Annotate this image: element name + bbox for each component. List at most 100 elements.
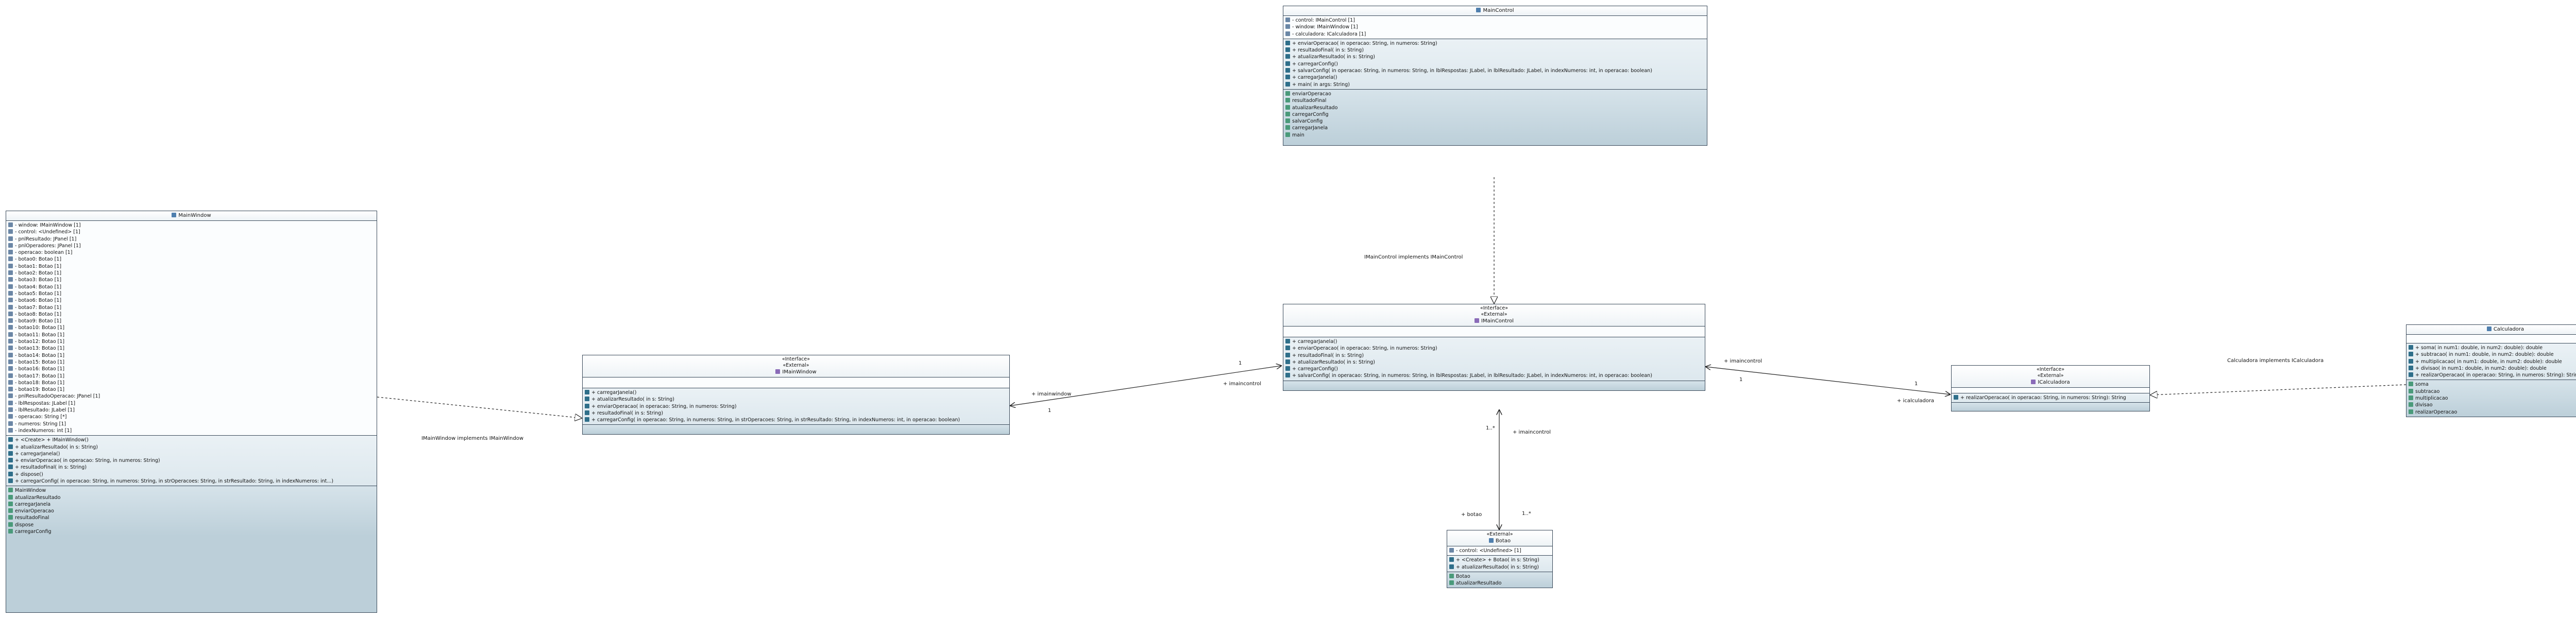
member-row[interactable]: - control: <Undefined> [1] [1449,547,1550,554]
member-row[interactable]: dispose [8,522,375,528]
member-row[interactable]: realizarOperacao [2409,409,2576,416]
member-row[interactable]: + carregarConfig( in operacao: String, i… [8,478,375,485]
class-calculadora[interactable]: Calculadora + soma( in num1: double, in … [2406,324,2576,417]
member-row[interactable]: - lblRespostas: JLabel [1] [8,400,375,407]
member-row[interactable]: + atualizarResultado( in s: String) [8,444,375,451]
member-row[interactable]: + atualizarResultado( in s: String) [1285,359,1703,366]
member-row[interactable]: - numeros: String [1] [8,421,375,427]
member-row[interactable]: + atualizarResultado( in s: String) [1285,54,1705,60]
member-row[interactable]: - botao5: Botao [1] [8,290,375,297]
member-row[interactable]: + carregarJanela() [1285,338,1703,345]
member-row[interactable]: - botao15: Botao [1] [8,359,375,366]
member-row[interactable]: - indexNumeros: int [1] [8,427,375,434]
member-row[interactable]: - botao7: Botao [1] [8,304,375,311]
member-row[interactable]: + <Create> + Botao( in s: String) [1449,557,1550,563]
member-row[interactable]: + salvarConfig( in operacao: String, in … [1285,372,1703,379]
member-row[interactable]: - botao0: Botao [1] [8,256,375,263]
member-row[interactable]: carregarConfig [1285,111,1705,118]
member-row[interactable]: multiplicacao [2409,395,2576,402]
member-row[interactable]: atualizarResultado [1285,105,1705,111]
member-row[interactable]: + realizarOperacao( in operacao: String,… [1954,394,2147,401]
member-row[interactable]: + enviarOperacao( in operacao: String, i… [585,403,1007,410]
member-row[interactable]: + subtracao( in num1: double, in num2: d… [2409,351,2576,358]
member-row[interactable]: - operacao: String [*] [8,414,375,420]
member-row[interactable]: + resultadoFinal( in s: String) [1285,47,1705,54]
member-row[interactable]: - botao14: Botao [1] [8,352,375,359]
association-window-control[interactable] [1010,366,1282,406]
member-row[interactable]: - operacao: boolean [1] [8,249,375,256]
member-row[interactable]: atualizarResultado [1449,580,1550,587]
member-row[interactable]: - botao18: Botao [1] [8,380,375,386]
member-row[interactable]: - botao9: Botao [1] [8,318,375,324]
member-row[interactable]: MainWindow [8,487,375,494]
member-row[interactable]: - botao8: Botao [1] [8,311,375,318]
class-mainwindow[interactable]: MainWindow - window: IMainWindow [1]- co… [6,211,377,613]
member-row[interactable]: - control: <Undefined> [1] [8,229,375,235]
member-row[interactable]: + enviarOperacao( in operacao: String, i… [1285,40,1705,47]
member-row[interactable]: carregarConfig [8,528,375,535]
member-row[interactable]: - botao16: Botao [1] [8,366,375,372]
interface-icalculadora[interactable]: «Interface» «External» ICalculadora + re… [1951,365,2150,412]
member-row[interactable]: + enviarOperacao( in operacao: String, i… [8,457,375,464]
member-row[interactable]: enviarOperacao [1285,91,1705,97]
member-row[interactable]: + salvarConfig( in operacao: String, in … [1285,67,1705,74]
member-row[interactable]: resultadoFinal [1285,97,1705,104]
member-row[interactable]: - botao17: Botao [1] [8,373,375,380]
member-row[interactable]: + carregarConfig( in operacao: String, i… [585,417,1007,423]
member-row[interactable]: main [1285,132,1705,139]
member-row[interactable]: + main( in args: String) [1285,81,1705,88]
member-row[interactable]: + <Create> + IMainWindow() [8,437,375,443]
class-maincontrol[interactable]: MainControl - control: IMainControl [1]-… [1283,6,1707,146]
member-row[interactable]: carregarJanela [1285,125,1705,131]
member-row[interactable]: + carregarJanela() [8,451,375,457]
member-row[interactable]: + realizarOperacao( in operacao: String,… [2409,372,2576,379]
member-row[interactable]: resultadoFinal [8,514,375,521]
member-row[interactable]: + multiplicacao( in num1: double, in num… [2409,358,2576,365]
member-row[interactable]: - lblResultado: JLabel [1] [8,407,375,414]
member-row[interactable]: Botao [1449,573,1550,580]
member-row[interactable]: - botao2: Botao [1] [8,270,375,277]
member-row[interactable]: soma [2409,381,2576,388]
member-row[interactable]: carregarJanela [8,501,375,508]
member-row[interactable]: - botao10: Botao [1] [8,324,375,331]
member-row[interactable]: - pnlOperadores: JPanel [1] [8,243,375,249]
member-row[interactable]: + dispose() [8,471,375,478]
member-row[interactable]: + atualizarResultado( in s: String) [1449,564,1550,571]
interface-imainwindow[interactable]: «Interface» «External» IMainWindow + car… [582,355,1010,435]
member-row[interactable]: + carregarConfig() [1285,61,1705,67]
realization-mainwindow[interactable] [377,397,582,418]
member-row[interactable]: - control: IMainControl [1] [1285,17,1705,24]
member-row[interactable]: + enviarOperacao( in operacao: String, i… [1285,345,1703,352]
member-row[interactable]: - pnlResultado: JPanel [1] [8,236,375,243]
member-row[interactable]: + resultadoFinal( in s: String) [1285,352,1703,359]
member-row[interactable]: - pnlResultadoOperacao: JPanel [1] [8,393,375,400]
member-row[interactable]: - botao12: Botao [1] [8,338,375,345]
member-row[interactable]: atualizarResultado [8,494,375,501]
member-row[interactable]: - botao4: Botao [1] [8,284,375,290]
member-row[interactable]: + resultadoFinal( in s: String) [585,410,1007,417]
member-row[interactable]: + atualizarResultado( in s: String) [585,396,1007,403]
member-row[interactable]: - botao19: Botao [1] [8,386,375,393]
member-row[interactable]: + carregarConfig() [1285,366,1703,372]
member-row[interactable]: + carregarJanela() [1285,74,1705,81]
member-row[interactable]: divisao [2409,402,2576,408]
member-row[interactable]: - botao3: Botao [1] [8,277,375,283]
member-row[interactable]: + divisao( in num1: double, in num2: dou… [2409,365,2576,372]
realization-calculadora[interactable] [2150,384,2406,395]
member-row[interactable]: - botao6: Botao [1] [8,297,375,304]
member-row[interactable]: - botao13: Botao [1] [8,345,375,352]
member-row[interactable]: - window: IMainWindow [1] [8,222,375,229]
association-control-calculadora[interactable] [1705,367,1951,394]
member-row[interactable]: - botao11: Botao [1] [8,332,375,338]
member-row[interactable]: - window: IMainWindow [1] [1285,24,1705,30]
member-row[interactable]: - botao1: Botao [1] [8,263,375,270]
member-row[interactable]: + carregarJanela() [585,389,1007,396]
class-botao[interactable]: «External» Botao - control: <Undefined> … [1447,530,1553,589]
member-row[interactable]: + resultadoFinal( in s: String) [8,464,375,471]
member-row[interactable]: + soma( in num1: double, in num2: double… [2409,345,2576,351]
member-row[interactable]: subtracao [2409,388,2576,395]
member-row[interactable]: enviarOperacao [8,508,375,514]
interface-imaincontrol[interactable]: «Interface» «External» IMainControl + ca… [1283,304,1705,391]
member-row[interactable]: salvarConfig [1285,118,1705,125]
member-row[interactable]: - calculadora: ICalculadora [1] [1285,31,1705,38]
